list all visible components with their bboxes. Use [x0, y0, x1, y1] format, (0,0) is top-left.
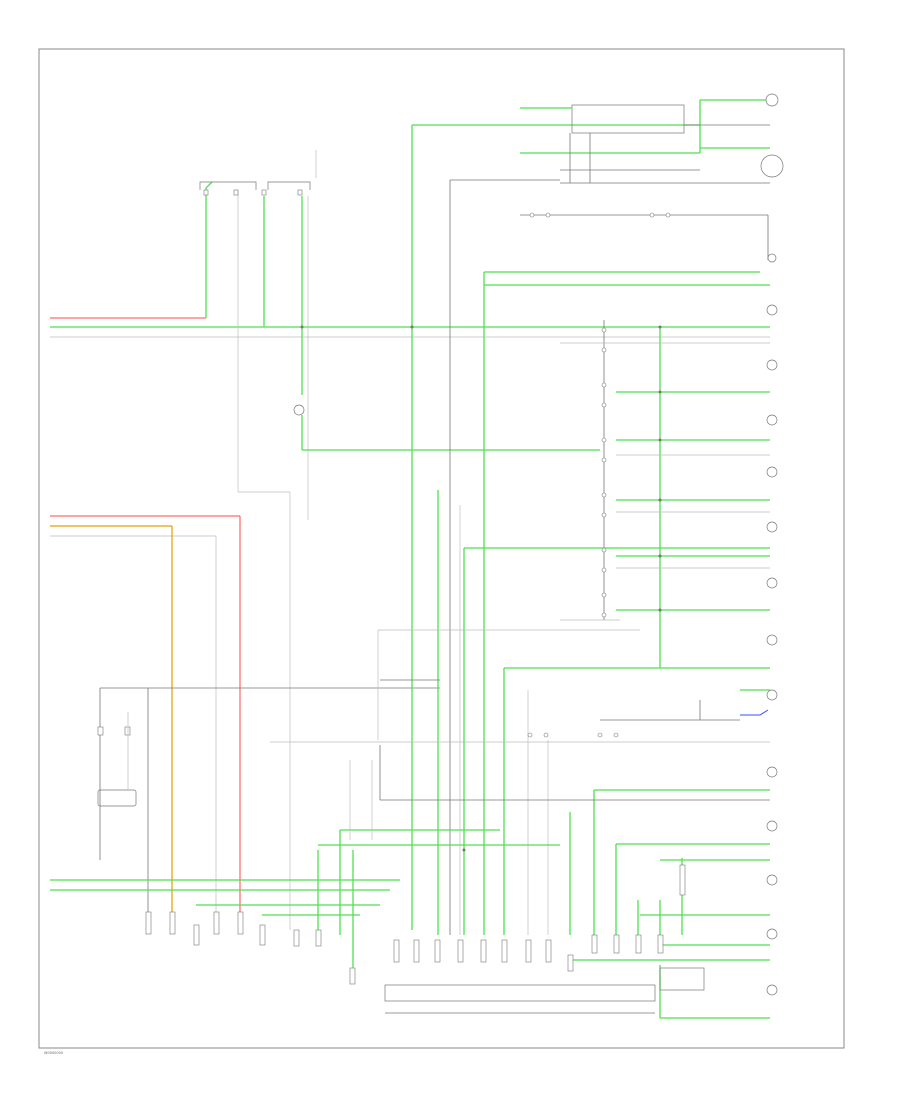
- right-components: [527, 93, 784, 1019]
- center-bus: [270, 124, 770, 935]
- switch-ladder: [560, 320, 770, 668]
- junction-dots: [300, 325, 662, 852]
- ecu-connector: [384, 934, 664, 1014]
- left-wiring: [50, 150, 770, 985]
- diagram-frame: [38, 48, 845, 1049]
- top-right-wiring: [484, 99, 770, 286]
- footer-code: W0000000: [44, 1051, 63, 1055]
